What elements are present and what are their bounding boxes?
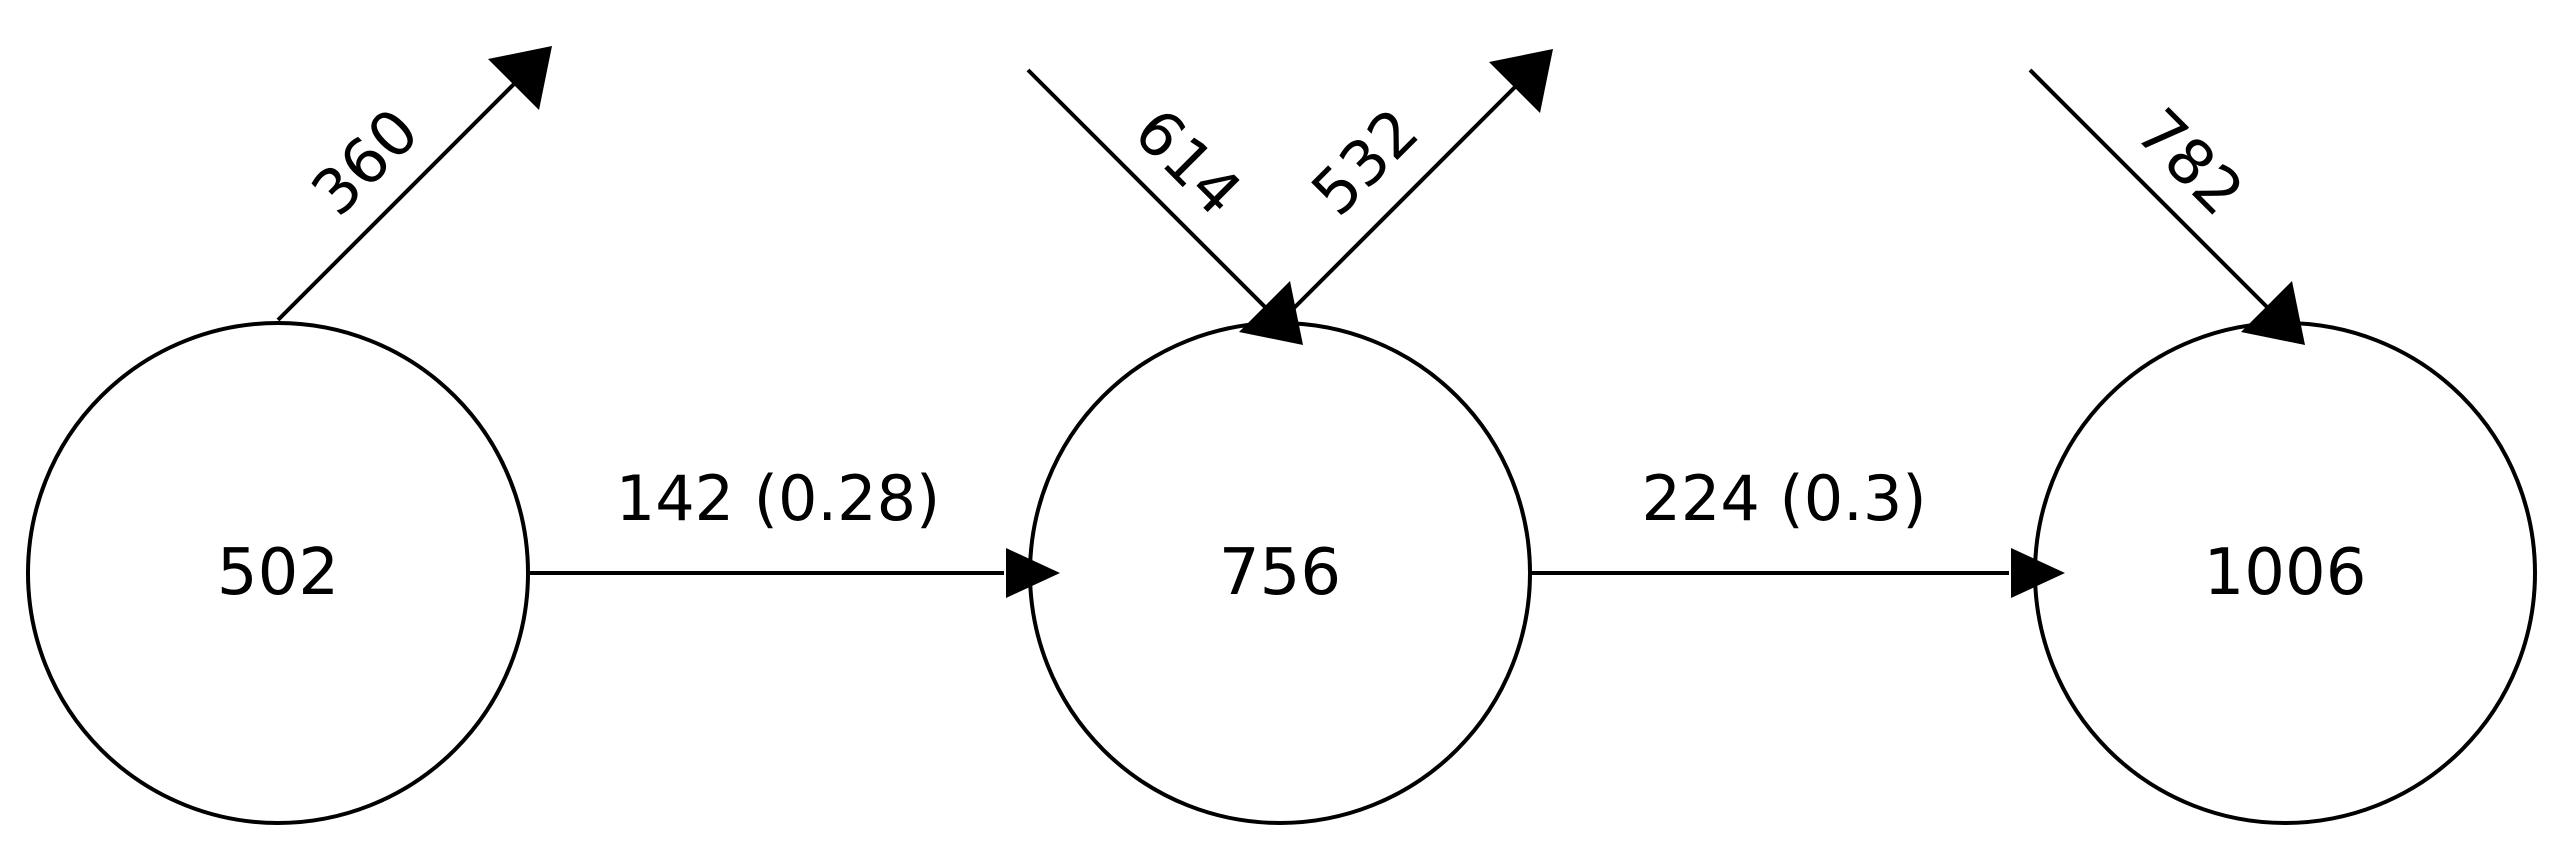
node-1006: 1006 [2033, 321, 2537, 825]
inflow-756: 614 [1026, 68, 1303, 345]
edge-502-to-756: 142 (0.28) [528, 462, 1060, 598]
edge-label: 224 (0.3) [1641, 462, 1926, 535]
node-label: 756 [1219, 536, 1341, 610]
edge-label: 532 [1297, 94, 1432, 229]
arrowhead [1006, 548, 1060, 598]
outflow-502: 360 [276, 46, 552, 322]
node-label: 1006 [2204, 536, 2367, 610]
edge-label: 614 [1120, 94, 1255, 229]
edge-line [1026, 68, 1272, 314]
edge-756-to-1006: 224 (0.3) [1530, 462, 2065, 598]
node-756: 756 [1028, 321, 1532, 825]
edge-line [2028, 68, 2274, 314]
edge-label: 142 (0.28) [616, 462, 940, 535]
arrowhead [2241, 281, 2305, 345]
edge-line [1278, 77, 1525, 324]
edge-label: 360 [297, 94, 432, 229]
node-502: 502 [26, 321, 530, 825]
inflow-1006: 782 [2028, 68, 2305, 345]
node-label: 502 [217, 536, 339, 610]
arrowhead [1489, 49, 1553, 113]
arrowhead [1239, 281, 1303, 345]
edge-label: 782 [2122, 94, 2257, 229]
arrowhead [2011, 548, 2065, 598]
outflow-756: 532 [1278, 49, 1553, 324]
arrowhead [488, 46, 552, 110]
edge-line [276, 74, 524, 322]
